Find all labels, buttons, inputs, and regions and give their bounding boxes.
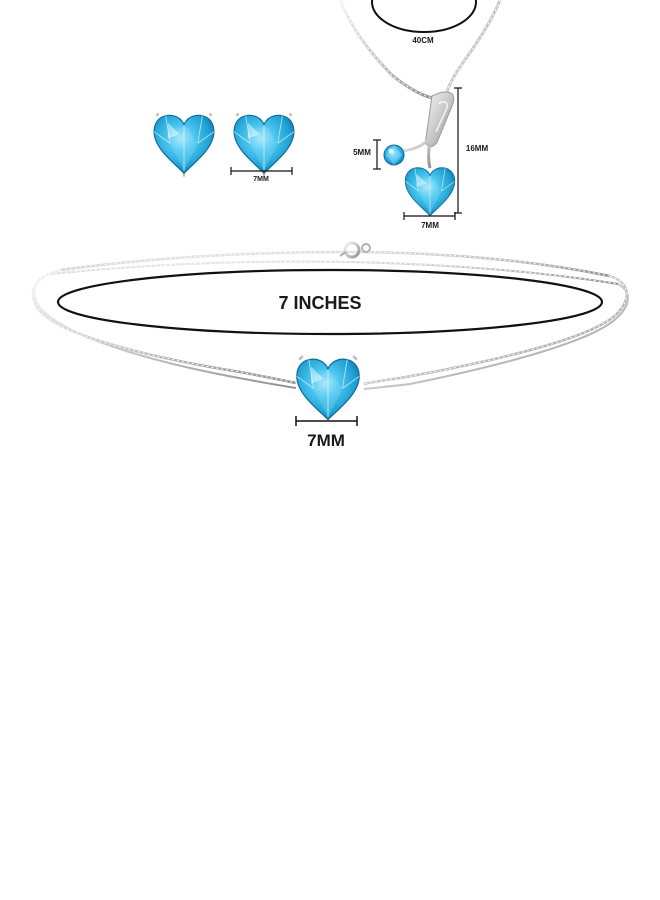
necklace-length-label: 40CM xyxy=(412,36,434,45)
pendant-width-label: 7MM xyxy=(421,221,439,230)
pendant-small-stone-label: 5MM xyxy=(353,148,371,157)
pendant-height-dimension xyxy=(454,87,462,214)
earrings: 7MM xyxy=(153,112,295,183)
earring-width-dimension xyxy=(230,167,293,175)
necklace-chain xyxy=(339,0,433,99)
bracelet: 7 INCHES 7MM xyxy=(31,241,629,450)
necklace-chain xyxy=(445,0,501,97)
earring-right xyxy=(233,112,295,177)
pendant-bail xyxy=(425,91,455,147)
bracelet-length-oval xyxy=(56,268,604,336)
bracelet-clasp xyxy=(339,241,371,259)
necklace-length-oval xyxy=(371,0,477,33)
pendant-small-stone-dimension xyxy=(373,139,381,170)
pendant-heart-stone xyxy=(404,167,456,217)
pendant-small-stone xyxy=(383,144,405,166)
earring-left xyxy=(153,112,215,177)
necklace-chain xyxy=(338,0,433,100)
bracelet-heart-width-dimension xyxy=(295,416,358,426)
bracelet-chain xyxy=(363,283,629,390)
bracelet-chain xyxy=(33,273,297,389)
pendant-width-dimension xyxy=(403,212,456,220)
bracelet-length-label: 7 INCHES xyxy=(278,293,361,313)
necklace: 40CM 5MM 16MM xyxy=(338,0,502,230)
bracelet-heart-stone xyxy=(296,355,360,421)
bracelet-chain xyxy=(49,261,619,285)
bracelet-heart-width-label: 7MM xyxy=(307,431,345,450)
earring-width-label: 7MM xyxy=(253,176,269,183)
pendant-height-label: 16MM xyxy=(466,144,489,153)
